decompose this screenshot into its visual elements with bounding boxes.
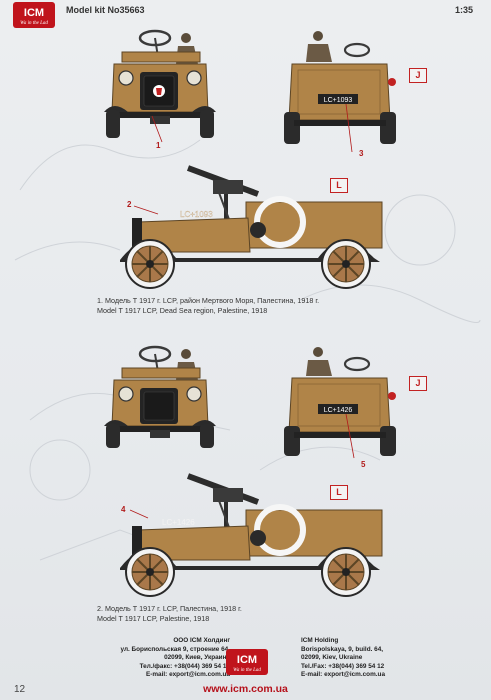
- footer-icm-logo: ICM Wa in the Lad: [226, 649, 268, 675]
- caption-1-english: Model T 1917 LCP, Dead Sea region, Pales…: [97, 306, 268, 315]
- footer-ru-phone: Тел./факс: +38(044) 369 54 12: [139, 662, 230, 670]
- svg-text:LC+1093: LC+1093: [180, 210, 213, 219]
- icm-logo: ICM Wa in the Lad: [13, 2, 55, 28]
- callout-5: 5: [361, 460, 366, 469]
- svg-text:ICM: ICM: [237, 654, 257, 666]
- svg-text:LC+1426: LC+1426: [162, 518, 195, 527]
- website-url: www.icm.com.ua: [203, 683, 288, 695]
- svg-text:Wa in the Lad: Wa in the Lad: [20, 21, 48, 26]
- footer-ru-email: E-mail: export@icm.com.ua: [145, 671, 230, 679]
- footer-en-street: Borispolskaya, 9, build. 64,: [301, 645, 384, 653]
- svg-text:ICM: ICM: [24, 7, 44, 19]
- footer-ru-company: ООО ICM Холдинг: [173, 637, 230, 644]
- footer-address-english: ICM Holding Borispolskaya, 9, build. 64,…: [301, 637, 461, 680]
- vehicle-2-side-view: LC+1426: [120, 473, 383, 597]
- footer-en-city: 02099, Kiev, Ukraine: [301, 654, 363, 662]
- caption-2-russian: 2. Модель Т 1917 г. LCP, Палестина, 1918…: [97, 604, 242, 613]
- vehicle-1-rear-view: LC+1093: [284, 31, 396, 153]
- header-bar: ICM Wa in the Lad Model kit No35663 1:35: [0, 0, 491, 28]
- model-kit-number: Model kit No35663: [66, 5, 145, 15]
- vehicle-1-front-view: [104, 29, 216, 143]
- caption-variant-2: 2. Модель Т 1917 г. LCP, Палестина, 1918…: [97, 604, 242, 624]
- marking-tag-j: J: [409, 68, 427, 83]
- callout-4: 4: [121, 505, 126, 514]
- caption-variant-1: 1. Модель Т 1917 г. LCP, район Мертвого …: [97, 296, 319, 316]
- vehicle-1-side-view: LC+1093: [120, 165, 383, 289]
- callout-2: 2: [127, 200, 132, 209]
- footer-address-russian: ООО ICM Холдинг ул. Бориспольская 9, стр…: [80, 637, 230, 680]
- svg-text:Wa in the Lad: Wa in the Lad: [233, 668, 261, 673]
- vehicle-2-rear-view: LC+1426: [284, 347, 396, 459]
- footer-ru-street: ул. Бориспольская 9, строение 64,: [120, 645, 230, 653]
- page-number: 12: [14, 684, 26, 695]
- marking-tag-j-2: J: [409, 376, 427, 391]
- footer-en-phone: Tel./Fax: +38(044) 369 54 12: [301, 662, 385, 670]
- svg-text:LC+1426: LC+1426: [324, 407, 353, 414]
- vehicle-2-front-view: [104, 345, 216, 448]
- caption-1-russian: 1. Модель Т 1917 г. LCP, район Мертвого …: [97, 296, 320, 305]
- callout-1: 1: [156, 141, 161, 150]
- scale-label: 1:35: [455, 5, 474, 15]
- svg-text:LC+1093: LC+1093: [324, 97, 353, 104]
- caption-2-english: Model T 1917 LCP, Palestine, 1918: [97, 614, 210, 623]
- marking-tag-l-2: L: [330, 485, 348, 500]
- marking-tag-l: L: [330, 178, 348, 193]
- footer-ru-city: 02099, Киев, Украина: [164, 654, 230, 662]
- footer-en-email: E-mail: export@icm.com.ua: [301, 671, 386, 679]
- callout-3: 3: [359, 149, 364, 158]
- footer-en-company: ICM Holding: [301, 637, 339, 644]
